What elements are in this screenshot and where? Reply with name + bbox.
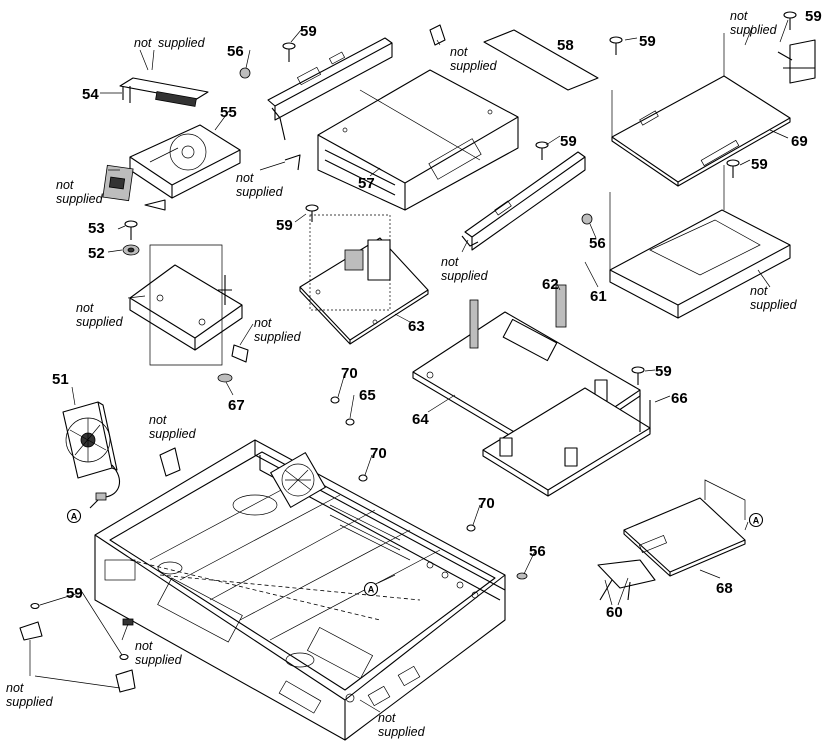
svg-text:supplied: supplied	[378, 725, 426, 739]
label-54: 54	[82, 86, 99, 103]
label-55: 55	[220, 104, 237, 121]
leader-lines	[29, 19, 789, 713]
fan-51	[62, 401, 121, 509]
label-62: 62	[542, 276, 559, 293]
label-63: 63	[408, 318, 425, 335]
bracket-top	[267, 37, 393, 141]
svg-text:supplied: supplied	[76, 315, 124, 329]
svg-text:supplied: supplied	[450, 59, 498, 73]
sheet-58	[483, 29, 599, 91]
label-67: 67	[228, 397, 245, 414]
svg-text:not: not	[76, 301, 94, 315]
label-52: 52	[88, 245, 105, 262]
label-56-c: 56	[529, 543, 546, 560]
label-70-b: 70	[370, 445, 387, 462]
bracket-lower-right	[609, 165, 791, 319]
svg-text:supplied: supplied	[135, 653, 183, 667]
label-61: 61	[590, 288, 607, 305]
svg-text:not: not	[378, 711, 396, 725]
label-53: 53	[88, 220, 105, 237]
fan-grille	[270, 452, 326, 508]
not-supplied-54: not supplied	[134, 36, 206, 50]
label-59-c: 59	[560, 133, 577, 150]
svg-text:not: not	[730, 9, 748, 23]
main-chassis	[94, 439, 506, 741]
label-59-a: 59	[300, 23, 317, 40]
svg-text:not: not	[56, 178, 74, 192]
board-68	[623, 479, 746, 577]
dvd-drive-57	[317, 69, 519, 211]
svg-text:supplied: supplied	[750, 298, 798, 312]
svg-text:supplied: supplied	[158, 36, 206, 50]
svg-text:not: not	[149, 413, 167, 427]
label-56-b: 56	[589, 235, 606, 252]
label-65: 65	[359, 387, 376, 404]
label-56-a: 56	[227, 43, 244, 60]
svg-text:supplied: supplied	[441, 269, 489, 283]
label-51: 51	[52, 371, 69, 388]
svg-text:not: not	[6, 681, 24, 695]
svg-text:supplied: supplied	[730, 23, 778, 37]
label-59-h: 59	[66, 585, 83, 602]
screw-53-cushion-52	[122, 220, 140, 256]
label-59-f: 59	[751, 156, 768, 173]
svg-text:supplied: supplied	[6, 695, 54, 709]
svg-text:not: not	[450, 45, 468, 59]
svg-text:not: not	[236, 171, 254, 185]
screw-icons	[30, 11, 797, 661]
part-number-labels: 51 52 53 54 55 56 56 56 57 58 59 59 59 5…	[52, 8, 822, 621]
svg-text:A: A	[71, 512, 78, 522]
label-69: 69	[791, 133, 808, 150]
board-66	[482, 387, 651, 497]
flat-cable-54	[119, 77, 209, 107]
bracket-corner-top-right	[777, 39, 816, 84]
label-70-a: 70	[341, 365, 358, 382]
connector-ref-a: A A A	[66, 508, 764, 597]
label-59-e: 59	[805, 8, 822, 25]
cable-60	[597, 559, 656, 601]
svg-text:not: not	[254, 316, 272, 330]
label-59-d: 59	[639, 33, 656, 50]
label-58: 58	[557, 37, 574, 54]
pcb-63	[299, 214, 429, 345]
cushion-67	[217, 344, 249, 383]
hard-disk-55	[102, 124, 241, 211]
label-66: 66	[671, 390, 688, 407]
svg-text:supplied: supplied	[56, 192, 104, 206]
small-brackets	[19, 24, 446, 693]
hdd-bracket	[129, 244, 243, 366]
svg-text:A: A	[753, 516, 760, 526]
svg-text:not: not	[441, 255, 459, 269]
svg-text:supplied: supplied	[236, 185, 284, 199]
label-68: 68	[716, 580, 733, 597]
label-64: 64	[412, 411, 429, 428]
svg-text:supplied: supplied	[149, 427, 197, 441]
svg-text:supplied: supplied	[254, 330, 302, 344]
svg-text:A: A	[368, 585, 375, 595]
bracket-57-right	[461, 151, 586, 251]
label-59-b: 59	[276, 217, 293, 234]
svg-text:not: not	[750, 284, 768, 298]
label-60: 60	[606, 604, 623, 621]
svg-text:not: not	[135, 639, 153, 653]
label-59-g: 59	[655, 363, 672, 380]
board-69	[611, 33, 791, 187]
label-57: 57	[358, 175, 375, 192]
svg-text:not: not	[134, 36, 152, 50]
label-70-c: 70	[478, 495, 495, 512]
